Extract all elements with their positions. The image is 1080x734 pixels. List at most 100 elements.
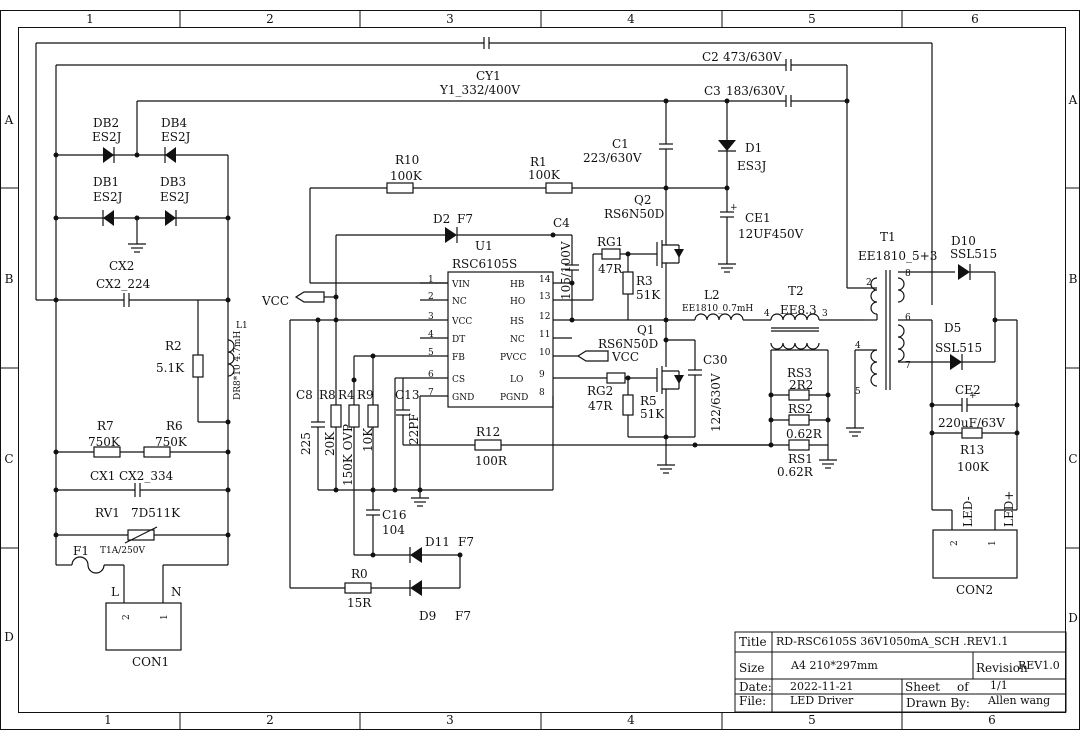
pin-6-num: 6: [428, 370, 434, 380]
tb-size-value: A4 210*297mm: [790, 659, 878, 672]
t1-pin-6: 6: [905, 313, 911, 323]
c1-value: 223/630V: [583, 151, 642, 165]
db4-value: ES2J: [161, 130, 191, 144]
col-label-1: 1: [86, 12, 94, 26]
rg2-value: 47R: [588, 399, 613, 413]
col-label-3-bottom: 3: [446, 713, 454, 727]
pin-12-num: 12: [539, 312, 550, 322]
bridge-rectifier: [53, 147, 231, 455]
c16-ref: C16: [382, 508, 406, 522]
r4-value: 150K OVP: [341, 424, 355, 486]
db4-ref: DB4: [161, 116, 187, 130]
tb-revision-label: Revision: [976, 661, 1028, 675]
con2-ref: CON2: [956, 583, 993, 597]
d9-ref: D9: [419, 609, 436, 623]
col-label-4-bottom: 4: [627, 713, 635, 727]
tb-sheet-value: 1/1: [990, 679, 1008, 692]
t2-pin-3: 3: [822, 309, 828, 319]
pin-9-name: LO: [510, 375, 523, 385]
pin-3-num: 3: [428, 312, 434, 322]
rv1-ref: RV1: [95, 506, 120, 520]
r10-value: 100K: [390, 169, 423, 183]
d5-ref: D5: [944, 321, 961, 335]
con1-pin-2: 2: [122, 614, 132, 620]
col-label-6: 6: [971, 12, 979, 26]
low-side: [590, 313, 863, 474]
con2-pin-1: 1: [988, 540, 998, 546]
col-label-3: 3: [446, 12, 454, 26]
pin-9-num: 9: [539, 370, 545, 380]
tb-revision-value: REV1.0: [1018, 659, 1060, 672]
row-label-c-right: C: [1068, 452, 1077, 466]
controller-ic: [294, 227, 666, 408]
pin-2-num: 2: [428, 292, 434, 302]
svg-text:+: +: [730, 203, 738, 213]
db1-ref: DB1: [93, 175, 119, 189]
r6-value: 750K: [155, 435, 188, 449]
t2-pin-4: 4: [764, 309, 770, 319]
db3-ref: DB3: [160, 175, 186, 189]
r0-value: 15R: [347, 596, 372, 610]
r8-value: 20K: [323, 431, 337, 456]
t2-value: EE8.3: [780, 303, 817, 317]
rs1-ref: RS1: [788, 452, 813, 466]
col-label-5: 5: [808, 12, 816, 26]
cx2-ref: CX2: [109, 259, 134, 273]
tb-size-label: Size: [739, 661, 764, 675]
pin-4-num: 4: [428, 330, 434, 340]
row-label-c: C: [4, 452, 13, 466]
svg-text:+: +: [969, 391, 977, 401]
d10-ref: D10: [951, 234, 976, 248]
r2-ref: R2: [165, 339, 182, 353]
pin-8-num: 8: [539, 388, 545, 398]
t2-ref: T2: [788, 284, 804, 298]
cx2-value: CX2_224: [96, 277, 151, 291]
t1-ref: T1: [880, 230, 896, 244]
input-stage: [53, 446, 231, 651]
pin-12-name: HS: [510, 317, 524, 327]
u1-ref: U1: [475, 239, 493, 253]
con2-led-plus: LED+: [1002, 491, 1016, 527]
tb-sheet-of: of: [957, 680, 970, 694]
tb-title-label: Title: [739, 635, 767, 649]
transformer-t1: [846, 270, 955, 437]
tb-file-value: LED Driver: [790, 694, 854, 707]
con1-pin-1: 1: [160, 614, 170, 620]
r9-value: 10K: [361, 427, 375, 452]
col-label-2: 2: [266, 12, 274, 26]
pin-14-num: 14: [539, 275, 551, 285]
q2-ref: Q2: [634, 193, 651, 207]
r4-ref: R4: [338, 388, 355, 402]
con2-pin-2: 2: [950, 540, 960, 546]
pin-2-name: NC: [452, 297, 467, 307]
u1-value: RSC6105S: [452, 257, 517, 271]
col-label-6-bottom: 6: [988, 713, 996, 727]
high-side: +: [309, 101, 738, 320]
pin-1-num: 1: [428, 275, 434, 285]
row-label-d-right: D: [1068, 611, 1078, 625]
pin-5-name: FB: [452, 353, 465, 363]
r9-ref: R9: [357, 388, 374, 402]
pin-13-num: 13: [539, 292, 551, 302]
c1-ref: C1: [612, 137, 629, 151]
d9-value: F7: [455, 609, 471, 623]
r12-ref: R12: [476, 425, 500, 439]
r7-ref: R7: [97, 419, 114, 433]
current-sense: [692, 349, 837, 469]
con2-led-minus: LED-: [961, 496, 975, 527]
output-stage: +: [929, 264, 1020, 579]
cy1-value: Y1_332/400V: [439, 83, 520, 97]
r7-value: 750K: [88, 435, 121, 449]
row-label-d: D: [4, 630, 14, 644]
t1-pin-8: 8: [905, 269, 911, 279]
row-label-b: B: [5, 272, 14, 286]
t1-value: EE1810_5+3: [858, 249, 937, 263]
pin-5-num: 5: [428, 348, 434, 358]
input-filter: [36, 293, 235, 425]
pin-6-name: CS: [452, 375, 465, 385]
t1-pin-7: 7: [905, 361, 911, 371]
pin-10-name: PVCC: [500, 353, 526, 363]
ce1-ref: CE1: [745, 211, 771, 225]
c2-ref: C2: [702, 50, 719, 64]
